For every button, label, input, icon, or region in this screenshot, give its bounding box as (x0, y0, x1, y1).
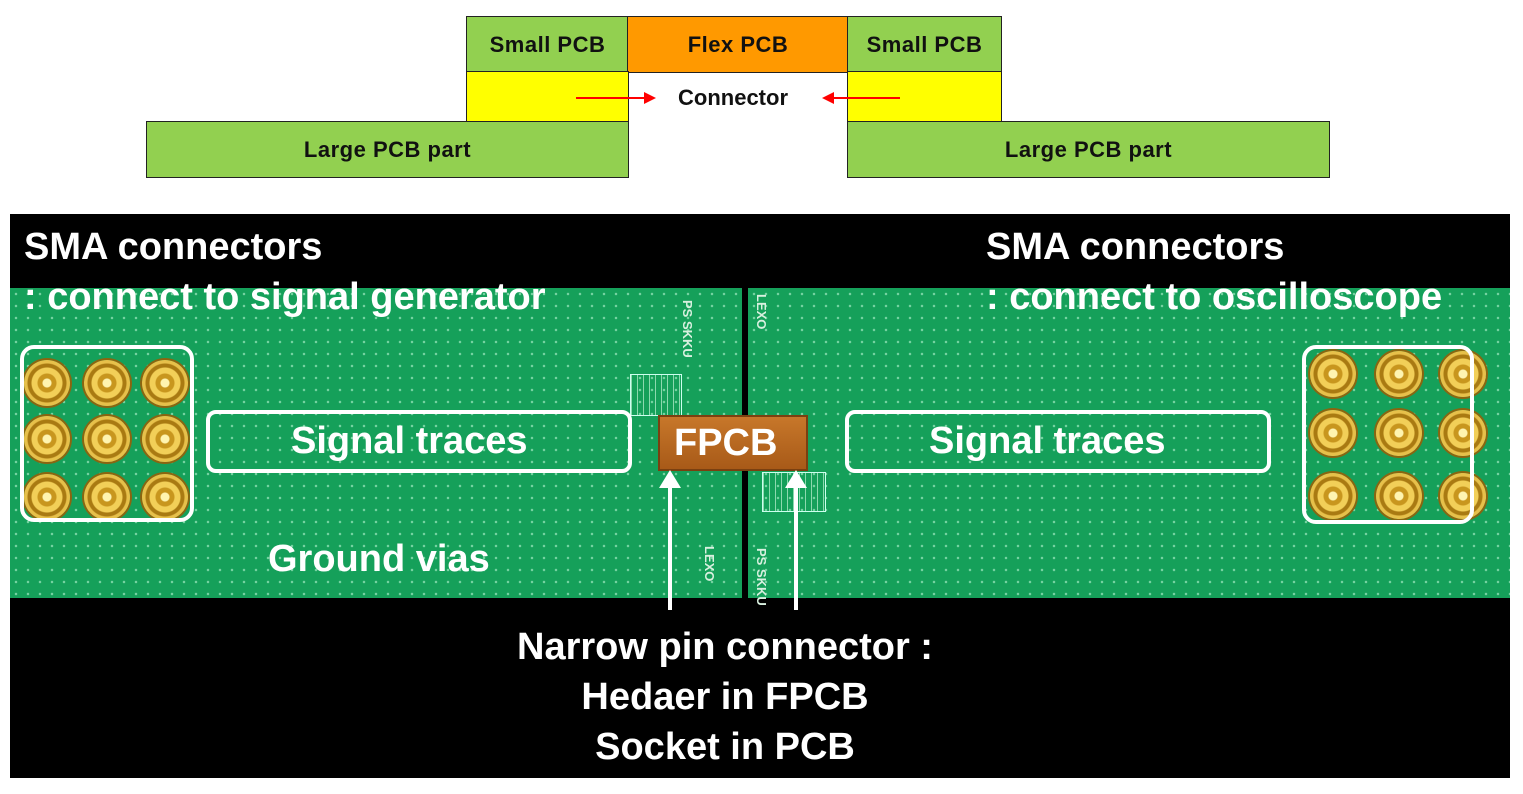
sma-connector (1376, 473, 1422, 519)
sma-right-title: SMA connectors (986, 226, 1285, 268)
fpcb-board (658, 415, 808, 471)
sma-connector (24, 360, 70, 406)
ground-vias-label: Ground vias (268, 538, 490, 580)
sma-connector (1440, 410, 1486, 456)
board-mark-left: PS SKKU (680, 300, 695, 358)
connector-label: Connector (678, 85, 788, 110)
connector-arrows (576, 92, 900, 104)
narrow-pin-connector-caption: Narrow pin connector : Hedaer in FPCB So… (450, 622, 1000, 772)
sma-left-subtitle: : connect to signal generator (24, 276, 546, 318)
left-pcb-board (10, 288, 742, 598)
sma-connector (24, 416, 70, 462)
caption-line-2: Hedaer in FPCB (581, 676, 869, 718)
small-pcb-left: Small PCB (466, 16, 629, 73)
header-footprint-left (630, 374, 682, 416)
sma-connector (142, 360, 188, 406)
sma-connector (1376, 410, 1422, 456)
board-mark-right: PS SKKU (754, 548, 769, 606)
sma-connector (84, 360, 130, 406)
left-sma-highlight-box (20, 345, 194, 522)
left-arrow-head (644, 92, 656, 104)
brand-right-mark: LEXO (754, 294, 769, 330)
sma-connector (1310, 351, 1356, 397)
sma-connector (142, 416, 188, 462)
flex-pcb: Flex PCB (627, 16, 849, 73)
sma-connector (84, 416, 130, 462)
header-arrow-left (659, 470, 681, 610)
pcb-photo: PS SKKU LEXO LEXO PS SKKU Signal traces … (10, 214, 1510, 778)
signal-traces-right-label: Signal traces (929, 420, 1166, 462)
sma-right-subtitle: : connect to oscilloscope (986, 276, 1443, 318)
sma-connector (84, 474, 130, 520)
sma-connector (1310, 410, 1356, 456)
right-sma-highlight-box (1302, 345, 1474, 524)
brand-left-mark: LEXO (702, 546, 717, 582)
signal-traces-right-box (845, 410, 1271, 473)
signal-traces-left-box (206, 410, 632, 473)
right-arrow-head (822, 92, 834, 104)
sma-connector (1376, 351, 1422, 397)
fpcb-label: FPCB (674, 422, 778, 464)
sma-left-title: SMA connectors (24, 226, 323, 268)
signal-traces-left-label: Signal traces (291, 420, 528, 462)
caption-line-3: Socket in PCB (595, 726, 855, 768)
sma-connector (1310, 473, 1356, 519)
caption-line-1: Narrow pin connector : (517, 626, 933, 668)
socket-arrow-right (785, 470, 807, 610)
small-pcb-right: Small PCB (847, 16, 1002, 73)
large-pcb-left: Large PCB part (146, 121, 629, 178)
large-pcb-right: Large PCB part (847, 121, 1330, 178)
